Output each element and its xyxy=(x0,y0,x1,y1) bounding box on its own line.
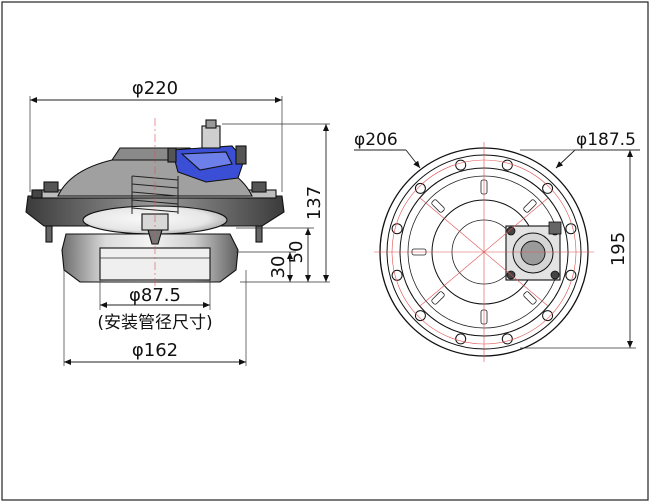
bolt-hole xyxy=(391,269,403,281)
dim-height-30: 30 xyxy=(268,256,289,279)
bolt-hole xyxy=(542,310,554,322)
bolt-hole xyxy=(455,159,467,171)
dim-bottom-diameter: φ162 xyxy=(132,340,178,361)
bolt-hole xyxy=(501,333,513,345)
bolt-hole xyxy=(455,333,467,345)
bolt-hole xyxy=(565,269,577,281)
dim-height-137: 137 xyxy=(304,186,325,220)
radial-slot xyxy=(523,199,537,213)
side-bolts xyxy=(31,181,267,243)
top-view: φ206 φ187.5 195 xyxy=(354,130,640,362)
dim-outer-diameter: φ206 xyxy=(354,130,398,150)
dim-bolt-circle-diameter: φ187.5 xyxy=(576,130,636,150)
bolt-hole xyxy=(565,223,577,235)
pilot-valve xyxy=(167,119,247,183)
dim-pipe-note: (安装管径尺寸) xyxy=(97,313,212,333)
radial-slot xyxy=(431,199,445,213)
bolt-hole xyxy=(542,182,554,194)
side-view: φ220 137 50 30 φ87.5 (安装管径尺寸) φ162 xyxy=(25,78,330,366)
radial-slot xyxy=(523,291,537,305)
radial-slot xyxy=(431,291,445,305)
dim-height-195: 195 xyxy=(608,232,629,266)
bolt-hole xyxy=(391,223,403,235)
pilot-block-top xyxy=(505,221,562,281)
bolt-hole xyxy=(414,182,426,194)
dim-pipe-diameter: φ87.5 xyxy=(129,285,181,306)
dim-top-diameter: φ220 xyxy=(132,78,178,99)
bolt-hole xyxy=(501,159,513,171)
bolt-hole xyxy=(414,310,426,322)
